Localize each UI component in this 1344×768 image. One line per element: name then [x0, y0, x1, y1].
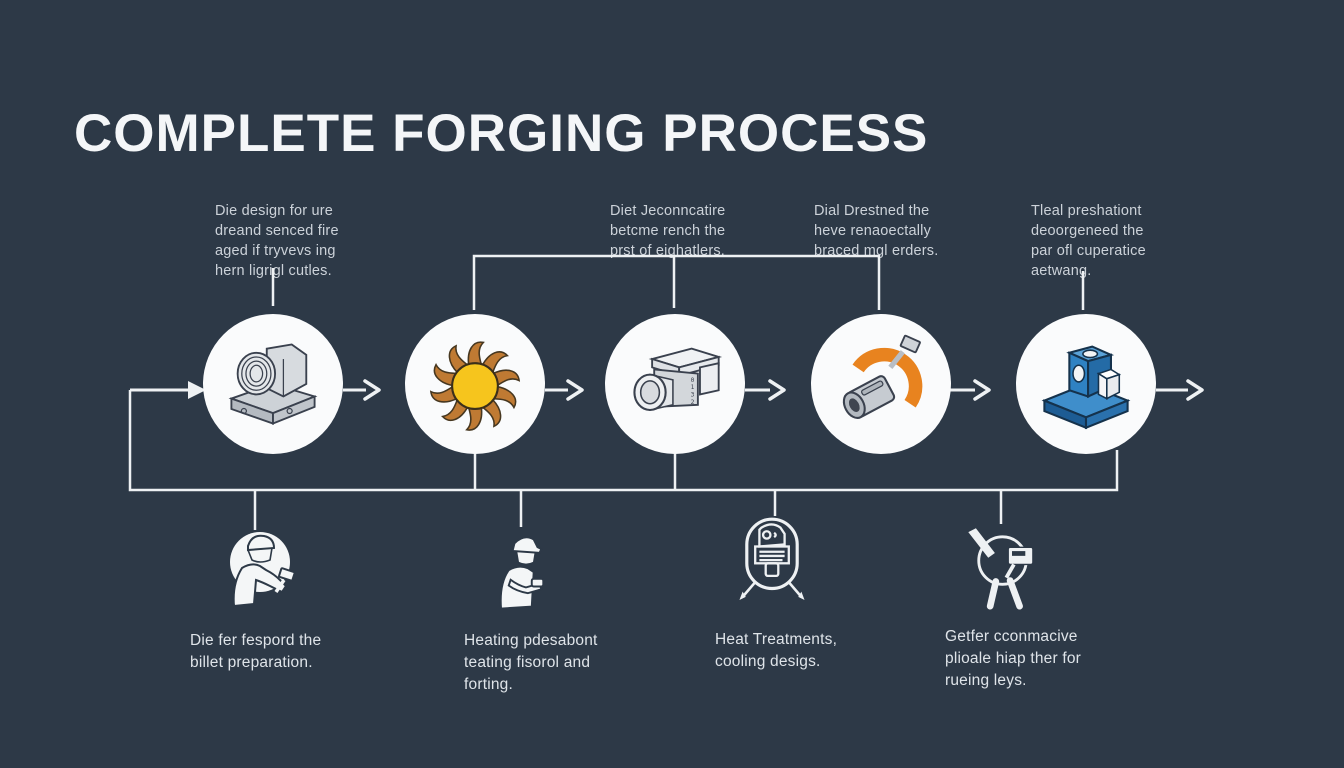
step-note-1: Die design for ure dreand senced fire ag…: [215, 203, 339, 279]
svg-text:1: 1: [691, 384, 695, 391]
exit-arrow: [1186, 379, 1204, 401]
page-title: COMPLETE FORGING PROCESS: [74, 104, 929, 163]
entry-arrowhead: [188, 381, 206, 399]
worker-inspection-icon: [499, 536, 545, 610]
heat-treatment-unit-icon: [739, 517, 805, 601]
phase-note-1: Die fer fespord the billet preparation.: [190, 632, 322, 671]
flow-arrow-4: [973, 379, 991, 401]
svg-text:3: 3: [691, 391, 695, 398]
step-note-3: Dial Drestned the heve renaoectally brac…: [814, 203, 939, 259]
svg-text:0: 0: [691, 377, 695, 384]
flow-arrow-1: [363, 379, 381, 401]
step-note-4: Tleal preshationt deoorgeneed the par of…: [1031, 203, 1146, 279]
phase-note-2: Heating pdesabont teating fisorol and fo…: [464, 632, 598, 693]
flow-arrow-2: [566, 379, 584, 401]
machining-clamp-icon: [842, 334, 923, 419]
top-bracket-line: [472, 254, 881, 310]
step-circle-5: [1016, 314, 1156, 454]
svg-text:2: 2: [691, 399, 695, 406]
flow-arrow-3: [768, 379, 786, 401]
quality-gauge-icon: [968, 528, 1034, 610]
feedback-loop-line: [128, 390, 1119, 492]
step-circle-2: [405, 314, 545, 454]
finished-part-icon: [1041, 345, 1131, 430]
phase-note-3: Heat Treatments, cooling desigs.: [715, 631, 838, 670]
worker-hammer-icon: [230, 532, 296, 608]
heating-sun-icon: [429, 341, 521, 431]
phase-note-4: Getfer cconmacive plioale hiap ther for …: [945, 628, 1082, 689]
die-block-icon: [228, 343, 318, 425]
step-circle-4: [811, 314, 951, 454]
step-circle-1: [203, 314, 343, 454]
